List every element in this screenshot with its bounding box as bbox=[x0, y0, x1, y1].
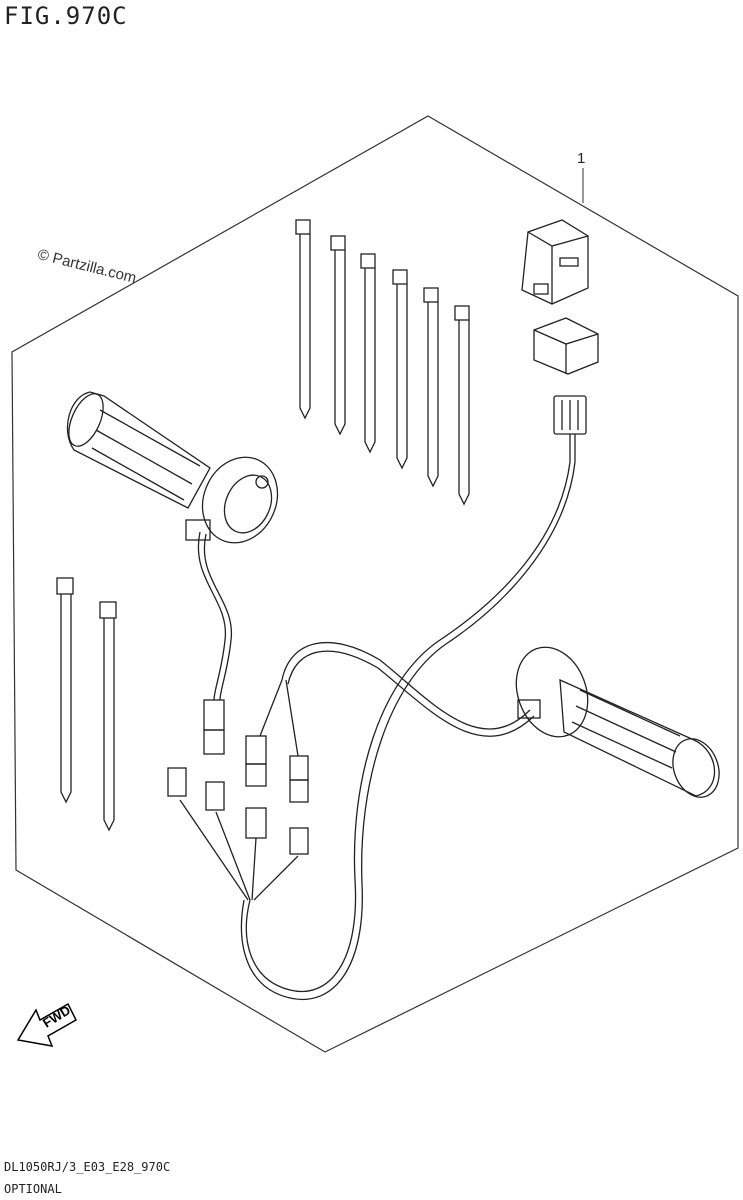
switch-cover-icon bbox=[533, 317, 599, 375]
wire-harness-icon bbox=[197, 434, 576, 1001]
callout-number: 1 bbox=[577, 150, 586, 167]
cable-tie-icon bbox=[56, 577, 74, 804]
cable-tie-icon bbox=[295, 219, 311, 420]
cable-tie-icon bbox=[423, 287, 439, 488]
figure-title: FIG.970C bbox=[4, 2, 128, 30]
fwd-arrow-icon bbox=[16, 1002, 77, 1047]
heated-grip-icon bbox=[66, 391, 279, 544]
connector-pair-icon bbox=[167, 679, 309, 901]
cable-tie-icon bbox=[454, 305, 470, 506]
cable-tie-icon bbox=[99, 601, 117, 832]
optional-note: OPTIONAL bbox=[4, 1182, 62, 1196]
harness-connector-icon bbox=[553, 395, 587, 435]
assembly-boundary bbox=[11, 115, 739, 1053]
drawing-code: DL1050RJ/3_E03_E28_970C bbox=[4, 1160, 171, 1174]
cable-tie-icon bbox=[392, 269, 408, 470]
cable-tie-icon bbox=[330, 235, 346, 436]
switch-unit-icon bbox=[521, 219, 589, 305]
cable-tie-icon bbox=[360, 253, 376, 454]
heated-grip-icon bbox=[515, 646, 720, 798]
